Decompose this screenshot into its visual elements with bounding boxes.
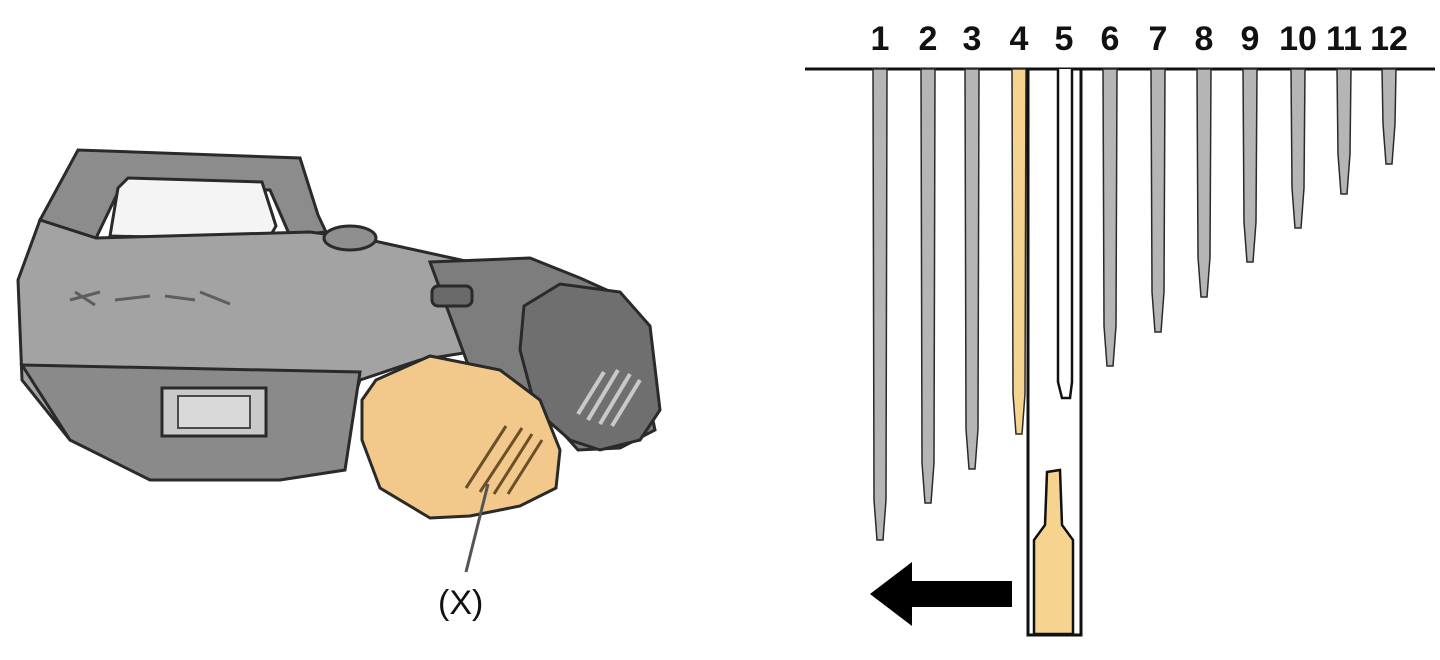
tip-11 — [1336, 68, 1352, 195]
callout-leader-line — [464, 483, 490, 573]
tip-label-3: 3 — [963, 20, 982, 58]
tip-label-10: 10 — [1279, 20, 1317, 58]
handle-opening — [108, 176, 278, 242]
tip-label-4: 4 — [1010, 20, 1029, 58]
tip-12 — [1381, 68, 1397, 165]
device-illustration: (X) — [16, 148, 662, 622]
highlighted-cap-x — [360, 354, 562, 520]
tip-label-12: 12 — [1370, 20, 1408, 58]
rear-cap-ridges — [576, 368, 642, 428]
highlighted-cap-ridges — [464, 425, 544, 495]
tip-shapes — [872, 68, 1397, 541]
insert-slot-guide — [1056, 69, 1074, 400]
inserted-tip — [1032, 468, 1075, 636]
tip-label-11: 11 — [1326, 20, 1362, 58]
tip-6 — [1102, 68, 1118, 367]
tip-label-2: 2 — [919, 20, 938, 58]
device-top-knob — [322, 224, 378, 252]
tip-label-9: 9 — [1241, 20, 1260, 58]
tip-label-6: 6 — [1101, 20, 1120, 58]
tip-3 — [964, 68, 980, 470]
tip-8 — [1196, 68, 1212, 298]
callout-label-x: (X) — [438, 584, 483, 622]
tip-1 — [872, 68, 888, 541]
rear-cap — [518, 282, 662, 452]
tip-10 — [1290, 68, 1306, 229]
tip-9 — [1242, 68, 1258, 263]
tip-7 — [1150, 68, 1166, 333]
tip-label-5: 5 — [1055, 20, 1074, 58]
tip-label-7: 7 — [1149, 20, 1168, 58]
device-logo — [69, 290, 231, 307]
tip-2 — [920, 68, 936, 504]
tip-label-1: 1 — [871, 20, 890, 58]
tip-4-selected — [1011, 68, 1027, 435]
direction-arrow-left — [870, 562, 1012, 626]
device-side-window-inner — [177, 395, 251, 429]
tip-label-8: 8 — [1195, 20, 1214, 58]
device-switch — [430, 284, 474, 308]
